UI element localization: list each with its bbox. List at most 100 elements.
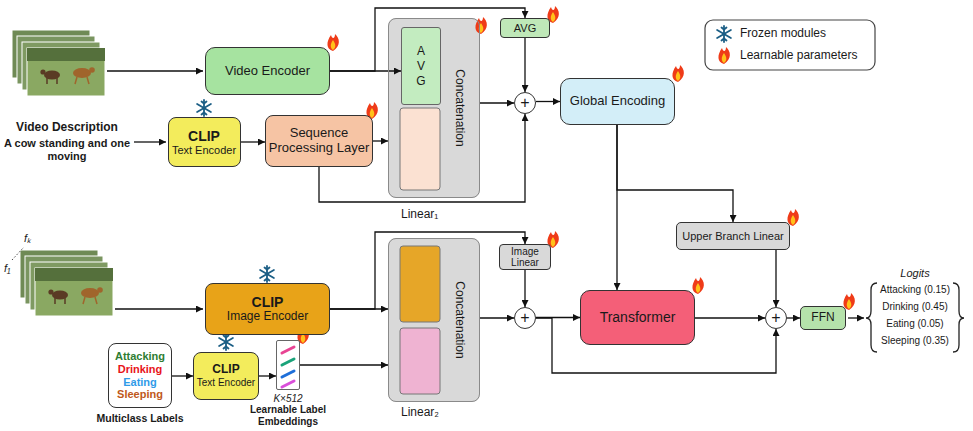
video-frames <box>12 247 113 316</box>
node-heading: Concatenation <box>452 69 466 146</box>
sum-circle: + <box>514 307 536 329</box>
input-arrow <box>134 141 166 142</box>
node-label: Image Linear <box>500 246 550 268</box>
panel-ground <box>388 238 480 402</box>
node-label: Drinking <box>118 363 163 376</box>
node-heading: Concatenation <box>452 281 466 358</box>
legend-flame <box>718 47 729 64</box>
node-label: + <box>771 310 780 326</box>
embedding-dash <box>282 347 294 353</box>
node-heading: Multiclass Labels <box>97 412 184 424</box>
cow <box>73 68 91 78</box>
connector-arrow <box>480 317 514 318</box>
connector-arrow <box>695 317 765 318</box>
node-label: Video Encoder <box>225 64 310 79</box>
snowflake-icon <box>260 266 274 282</box>
output-arrow <box>848 317 864 318</box>
connector-arrow <box>524 270 525 307</box>
connector-arrow <box>617 125 733 222</box>
connector-arrow <box>373 140 388 141</box>
concat-panel: ConcatenationLinear₁AVG <box>388 18 480 198</box>
node-heading: Linear₁ <box>401 208 438 222</box>
flame-icon <box>692 277 703 294</box>
embedding-dash <box>282 371 294 377</box>
node-heading: Learnable Label Embeddings <box>245 404 331 427</box>
sum-circle: + <box>765 307 787 329</box>
frozen-encoder-box: CLIPText Encoder <box>168 117 241 167</box>
node-label: Sequence Processing Layer <box>266 126 372 156</box>
connector-arrow <box>241 141 266 142</box>
connector-arrow <box>536 101 560 102</box>
node-label: Global Encoding <box>570 94 665 109</box>
logit-value: Sleeping (0.35) <box>878 335 952 347</box>
video-frames <box>12 30 105 96</box>
legend-entry: Frozen modules <box>740 27 826 41</box>
frame-index: f₁ <box>4 262 11 275</box>
node-heading: K×512 <box>273 393 302 405</box>
snowflake-icon <box>219 334 233 350</box>
node-label: Sleeping <box>117 388 163 401</box>
logit-value: Eating (0.05) <box>878 318 952 330</box>
connector-arrow <box>300 364 388 365</box>
input-caption: Video Description <box>3 121 131 135</box>
cow-legs <box>47 78 57 84</box>
legend-snowflake <box>717 26 731 42</box>
snowflake-icon <box>197 100 211 116</box>
flame-icon <box>327 34 338 51</box>
frozen-encoder-box: CLIPImage Encoder <box>205 283 330 335</box>
cow-head <box>48 289 53 294</box>
ffn-box: FFN <box>800 306 846 330</box>
flame-icon <box>672 65 683 82</box>
avg-box: AVG <box>500 18 550 38</box>
node-label: CLIP <box>188 128 220 144</box>
cow-legs <box>55 298 65 304</box>
node-label: Text Encoder <box>197 377 255 389</box>
encoder-box: Video Encoder <box>205 47 330 95</box>
node-label: + <box>520 310 529 326</box>
embedding-dash <box>282 381 294 387</box>
connector-arrow <box>775 250 776 307</box>
cow <box>81 288 99 298</box>
node-label: Attacking <box>115 350 165 363</box>
logit-value: Drinking (0.45) <box>878 301 952 313</box>
transformer-box: Transformer <box>580 290 695 345</box>
cow-head <box>40 69 45 74</box>
node-heading: Linear₂ <box>401 406 439 420</box>
right-brace <box>953 283 964 352</box>
cow-head <box>97 287 103 293</box>
node-label: CLIP <box>252 294 284 310</box>
node-label: AVG <box>514 22 536 35</box>
cow-head <box>89 67 95 73</box>
label-feature-block <box>400 328 440 394</box>
input-arrow <box>107 70 203 71</box>
frame <box>35 268 113 316</box>
concat-panel: ConcatenationLinear₂ <box>388 238 480 402</box>
logits-heading: Logits <box>878 267 952 280</box>
embedding-box: K×512Learnable Label Embeddings <box>276 340 300 390</box>
linear-box: Image Linear <box>499 244 551 270</box>
node-label: CLIP <box>212 363 239 377</box>
connector-arrow <box>524 38 525 92</box>
flame-icon <box>475 17 486 34</box>
connector-arrow <box>172 375 193 376</box>
process-box: Sequence Processing Layer <box>265 115 373 167</box>
connector-arrow <box>480 102 514 103</box>
sum-circle: + <box>514 92 536 114</box>
linear-box: Upper Branch Linear <box>676 222 790 250</box>
left-brace <box>866 283 877 352</box>
frame-index: fₖ <box>24 232 31 245</box>
legend-entry: Learnable parameters <box>740 49 857 63</box>
text-feature-block <box>400 108 440 190</box>
label-list-box: AttackingDrinkingEatingSleepingMulticlas… <box>108 343 172 408</box>
input-caption: A cow standing and one moving <box>3 137 131 162</box>
node-label: Upper Branch Linear <box>682 230 784 243</box>
logit-value: Attacking (0.15) <box>878 284 952 296</box>
input-arrow <box>115 308 203 309</box>
frozen-encoder-box: CLIPText Encoder <box>193 352 259 400</box>
connector-arrow <box>330 232 525 309</box>
node-label: Text Encoder <box>172 144 236 157</box>
tree-line <box>35 268 113 281</box>
node-label: Image Encoder <box>227 310 308 324</box>
connector-arrow <box>259 375 276 376</box>
